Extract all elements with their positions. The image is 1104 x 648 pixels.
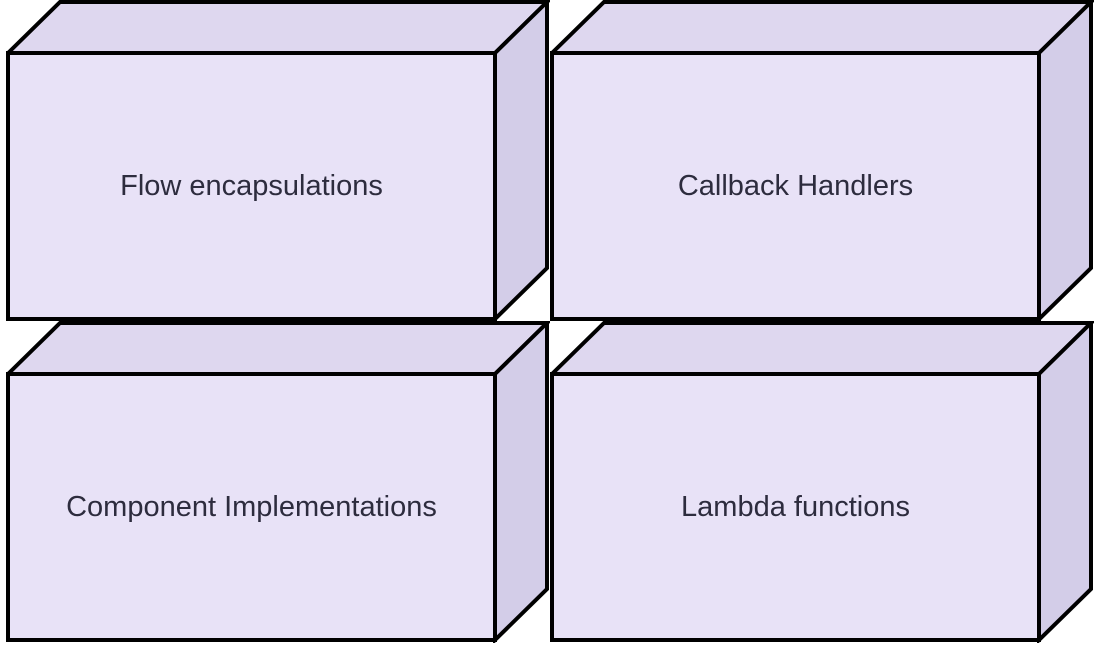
node-flow-encapsulations: Flow encapsulations bbox=[6, 0, 550, 322]
cuboid-shape bbox=[550, 0, 1094, 322]
cuboid-top-face bbox=[6, 0, 550, 55]
cuboid-shape bbox=[6, 0, 550, 322]
cuboid-front-face bbox=[550, 372, 1041, 642]
node-lambda-functions: Lambda functions bbox=[550, 321, 1094, 643]
node-callback-handlers: Callback Handlers bbox=[550, 0, 1094, 322]
cuboid-front-face bbox=[550, 51, 1041, 321]
cuboid-side-face bbox=[493, 321, 549, 643]
cuboid-side-face bbox=[493, 0, 549, 322]
cuboid-top-face bbox=[550, 0, 1094, 55]
cuboid-front-face bbox=[6, 51, 497, 321]
cuboid-front-face bbox=[6, 372, 497, 642]
cuboid-shape bbox=[550, 321, 1094, 643]
cuboid-top-face bbox=[550, 321, 1094, 376]
cuboid-side-face bbox=[1037, 0, 1093, 322]
cuboid-top-face bbox=[6, 321, 550, 376]
node-component-implementations: Component Implementations bbox=[6, 321, 550, 643]
cuboid-side-face bbox=[1037, 321, 1093, 643]
cuboid-shape bbox=[6, 321, 550, 643]
